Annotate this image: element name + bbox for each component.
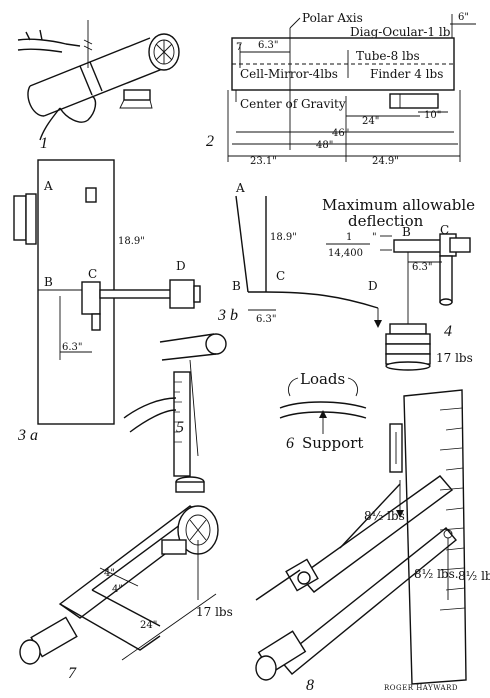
inch-mark: " [372, 232, 377, 243]
weight-8-5-lbs-b: 8½ lbs. [414, 567, 459, 581]
weight-17-lbs-4: 17 lbs [436, 351, 473, 365]
dim-24-label: 24" [362, 116, 379, 127]
tube-label: Tube-8 lbs [356, 49, 420, 63]
artist-credit: ROGER HAYWARD [384, 684, 458, 692]
dim-46-label: 46" [332, 128, 349, 139]
figure-6-loads-support: Loads Support 6 [279, 370, 367, 452]
figure-1-number: 1 [40, 135, 48, 152]
dim-18-9-3b: 18.9" [270, 232, 297, 243]
point-c-3a: C [88, 267, 97, 281]
finder-label: Finder 4 lbs [370, 67, 443, 81]
cell-mirror-label: Cell-Mirror-4lbs [240, 67, 338, 81]
frac-numerator: 1 [346, 232, 352, 243]
figure-3b-number: 3 b [217, 307, 238, 324]
figure-3a-mount-arm: A B C D 18.9" 6.3" 3 a [13, 159, 201, 444]
figure-1-tube-balance: 1 [17, 20, 180, 152]
point-b-3b: B [232, 279, 241, 293]
point-a-3b: A [235, 181, 245, 195]
diag-ocular-label: Diag-Ocular-1 lb [350, 25, 451, 39]
polar-axis-label: Polar Axis [302, 11, 363, 25]
figure-8-rule-clamp: 8½ lbs 8½ lbs. 8½ lbs 8 [255, 389, 490, 694]
point-d-3a: D [176, 259, 186, 273]
point-b-3a: B [44, 275, 53, 289]
dim-18-9-3a: 18.9" [118, 236, 145, 247]
figure-8-number: 8 [306, 677, 314, 694]
dim-4a-7: 4" [104, 568, 115, 579]
support-label: Support [302, 434, 363, 452]
dim-4b-7: 4" [112, 584, 123, 595]
dim-24-9-label: 24.9" [372, 156, 399, 167]
weight-8-5-lbs-a: 8½ lbs [364, 509, 405, 523]
figure-3a-number: 3 a [17, 427, 38, 444]
dim-48-label: 48" [316, 140, 333, 151]
dim-10-label: 10" [424, 110, 441, 121]
point-c-4: C [440, 223, 449, 237]
figure-6-number: 6 [286, 435, 294, 452]
ref-mark: 7 [236, 42, 242, 53]
point-b-4: B [402, 225, 411, 239]
frac-denominator: 14,400 [328, 248, 363, 259]
figure-7-number: 7 [68, 665, 77, 682]
dim-6-label: 6" [458, 12, 469, 23]
dim-24-7: 24" [140, 620, 157, 631]
max-deflection-title-1: Maximum allowable [322, 196, 475, 214]
weight-8-5-lbs-c: 8½ lbs [458, 569, 490, 583]
figure-4-number: 4 [444, 323, 452, 340]
point-a-3a: A [43, 179, 53, 193]
center-of-gravity-label: Center of Gravity [240, 97, 346, 111]
point-d-3b: D [368, 279, 378, 293]
point-c-3b: C [276, 269, 285, 283]
figure-4-test-load: Maximum allowable deflection 1 14,400 " … [322, 196, 475, 371]
max-deflection-title-2: deflection [348, 212, 424, 230]
figure-5-number: 5 [176, 419, 184, 436]
dim-23-1-label: 23.1" [250, 156, 277, 167]
figure-5-spring-scale: 5 [123, 333, 227, 493]
dim-6-3-label: 6.3" [258, 40, 279, 51]
loads-label: Loads [300, 370, 345, 388]
figure-7-yoke: 4" 4" 24" 17 lbs 7 [19, 505, 233, 682]
figure-2-weight-layout: Polar Axis 6" Diag-Ocular-1 lb 6.3" Cell… [206, 11, 476, 167]
dim-6-3-4: 6.3" [412, 262, 433, 273]
weight-17-lbs-7: 17 lbs [196, 605, 233, 619]
figure-3b-deflection: A B C D 18.9" 6.3" 3 b [217, 181, 382, 328]
dim-6-3-3a: 6.3" [62, 342, 83, 353]
dim-6-3-3b: 6.3" [256, 314, 277, 325]
figure-2-number: 2 [206, 133, 214, 150]
